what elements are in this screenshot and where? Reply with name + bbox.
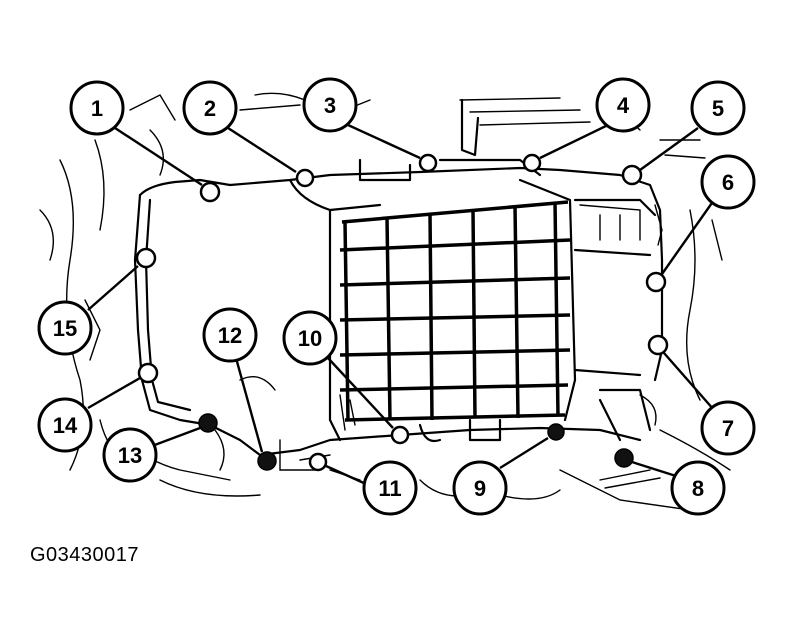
callout-12: 12 (202, 307, 258, 363)
callout-label: 10 (298, 326, 322, 351)
callout-label: 4 (617, 93, 630, 118)
oil-pan-bolts (135, 153, 669, 472)
callout-15: 15 (37, 300, 93, 356)
bolt-13 (198, 413, 218, 433)
callout-label: 5 (712, 96, 724, 121)
figure-code: G03430017 (30, 544, 140, 566)
bolt-8 (614, 448, 634, 468)
bolt-7 (647, 334, 669, 356)
callout-label: 7 (722, 416, 734, 441)
callout-label: 2 (204, 96, 216, 121)
callout-label: 13 (118, 443, 142, 468)
callout-13: 13 (102, 427, 158, 483)
callout-label: 11 (378, 476, 401, 501)
bolt-14 (137, 362, 159, 384)
callout-2: 2 (182, 80, 238, 136)
callout-label: 9 (474, 476, 486, 501)
callout-4: 4 (595, 77, 651, 133)
bolt-3 (418, 153, 438, 173)
bolt-2 (295, 168, 315, 188)
callout-label: 3 (324, 93, 336, 118)
bolt-11 (308, 452, 328, 472)
bolt-15 (135, 247, 157, 269)
callout-label: 8 (692, 476, 704, 501)
callout-8: 8 (670, 460, 726, 516)
callout-label: 15 (53, 316, 77, 341)
callout-label: 12 (218, 323, 242, 348)
callout-3: 3 (302, 77, 358, 133)
oil-pan-grid (339, 200, 571, 443)
bolt-6 (645, 271, 667, 293)
callout-9: 9 (452, 460, 508, 516)
bolt-10 (390, 425, 410, 445)
callout-label: 6 (722, 170, 734, 195)
bolt-12 (257, 451, 277, 471)
bolt-4 (522, 153, 542, 173)
callout-label: 1 (91, 96, 103, 121)
callout-6: 6 (700, 154, 756, 210)
bolt-1 (199, 181, 221, 203)
callout-label: 14 (53, 413, 78, 438)
callout-7: 7 (700, 400, 756, 456)
callout-5: 5 (690, 80, 746, 136)
callout-leaders (87, 123, 715, 486)
callout-14: 14 (37, 397, 93, 453)
bolt-9 (547, 423, 565, 441)
bolt-5 (621, 164, 643, 186)
callout-11: 11 (362, 460, 418, 516)
callout-10: 10 (282, 310, 338, 366)
callout-1: 1 (69, 80, 125, 136)
